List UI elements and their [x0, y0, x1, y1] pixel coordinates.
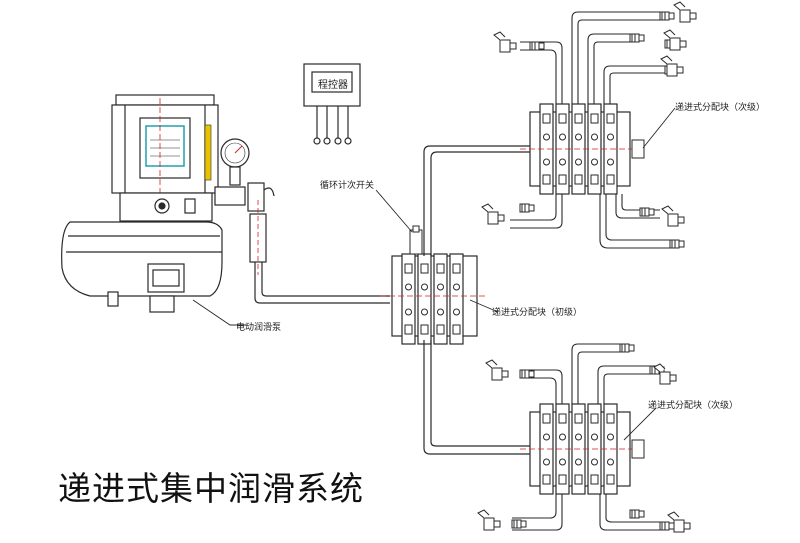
cycle-switch-label: 循环计次开关 [320, 181, 375, 191]
secondary-distributor-block-top [520, 103, 645, 195]
diagram-title: 递进式集中润滑系统 [58, 469, 364, 508]
program-controller [303, 63, 361, 145]
branch-pipes [423, 145, 530, 455]
primary-block-label: 递进式分配块（初级） [492, 308, 583, 318]
secondary-block-top-label: 递进式分配块（次级） [675, 103, 766, 113]
top-outlet-pipes [510, 11, 670, 249]
secondary-block-bottom-label: 递进式分配块（次级） [648, 401, 739, 411]
primary-distributor-block [380, 225, 485, 345]
pump-label: 电动润滑泵 [236, 323, 282, 333]
main-supply-pipe [254, 262, 390, 304]
secondary-distributor-block-bottom [520, 403, 645, 495]
controller-label: 程控器 [318, 80, 348, 91]
leader-lines [192, 107, 676, 441]
electric-lubrication-pump [61, 94, 223, 313]
pressure-gauge [214, 138, 275, 275]
bottom-outlet-pipes [512, 343, 660, 531]
